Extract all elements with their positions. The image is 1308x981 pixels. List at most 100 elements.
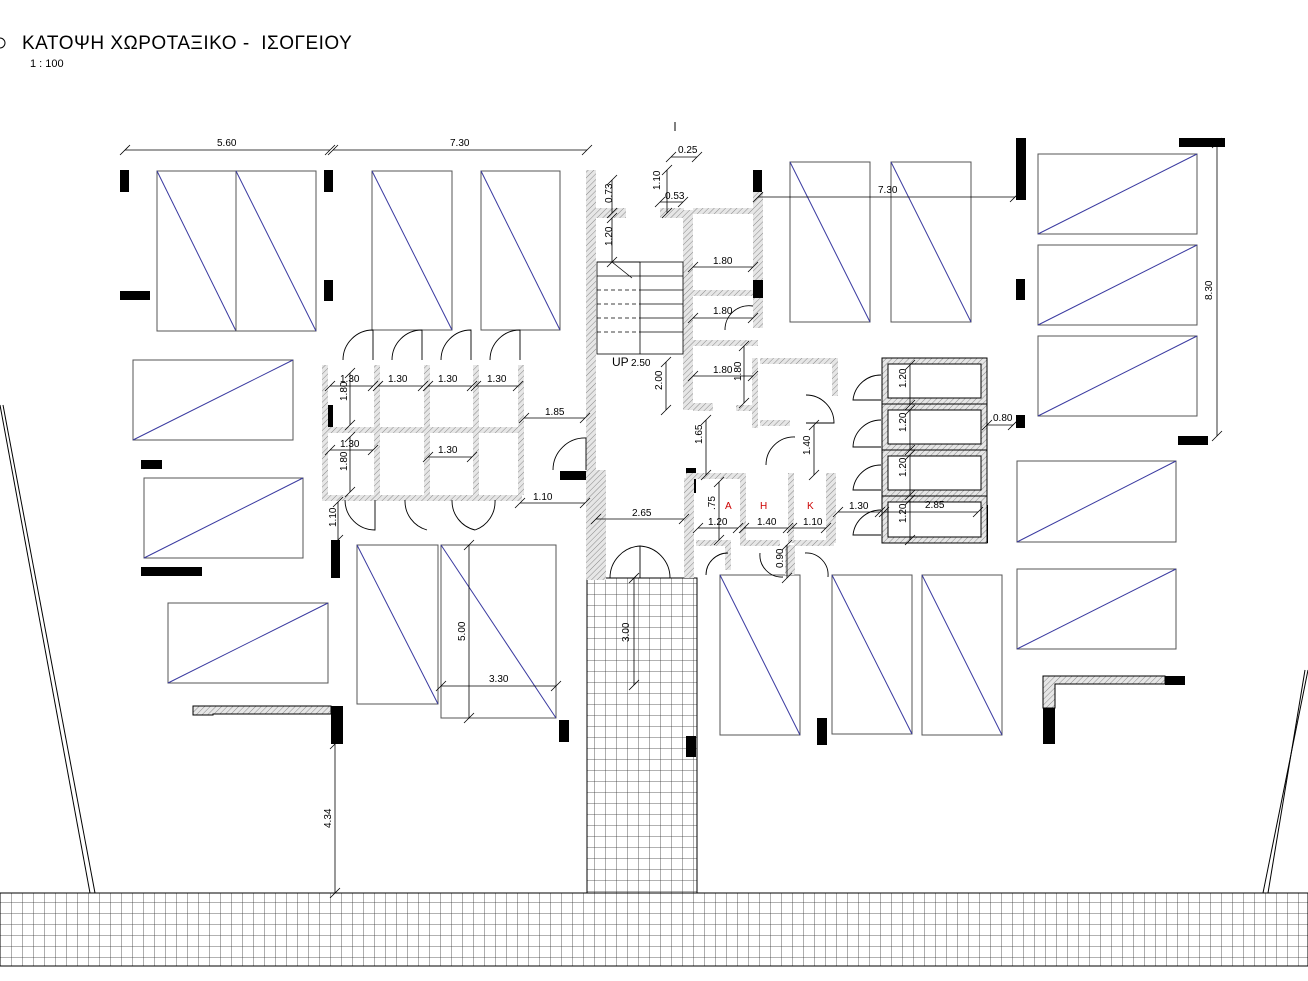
wall: [752, 358, 758, 428]
dimension-tick: [786, 522, 798, 534]
dimension-tick: [470, 380, 482, 392]
dim-label: 8.30: [1204, 280, 1215, 300]
storage-room: [887, 409, 982, 445]
dim-label: 0.73: [604, 183, 615, 203]
parking-diagonal: [167, 602, 329, 684]
room-label-a: Α: [725, 501, 732, 512]
column: [331, 540, 340, 578]
wall: [374, 365, 380, 495]
door-swing: [852, 374, 882, 401]
dimension-tick: [808, 419, 820, 431]
parking-diagonal: [789, 161, 871, 323]
dimension-tick: [904, 399, 916, 411]
site-wall: [192, 705, 332, 716]
column: [686, 736, 696, 757]
dimension-tick: [327, 144, 339, 156]
dimension-tick: [514, 497, 526, 509]
door-swing: [765, 436, 796, 466]
dimension-tick: [713, 476, 725, 488]
column: [141, 460, 162, 469]
wall: [788, 473, 794, 543]
dimension-tick: [518, 412, 530, 424]
dimension-tick: [781, 539, 793, 551]
street-pavement: [0, 892, 1308, 967]
parking-diagonal: [440, 544, 557, 719]
parking-diagonal: [831, 574, 913, 735]
door-swing: [724, 305, 754, 331]
parking-diagonal: [132, 359, 294, 441]
dimension-tick: [732, 522, 744, 534]
dim-label: .75: [707, 496, 718, 510]
dim-label: 1.20: [708, 517, 728, 528]
dim-label: 1.30: [487, 374, 507, 385]
dimension-tick: [581, 144, 593, 156]
dimension-tick: [628, 679, 640, 691]
column: [1179, 138, 1225, 147]
column: [324, 405, 333, 427]
dim-label: 1.30: [340, 439, 360, 450]
dim-label: 0.25: [678, 145, 698, 156]
dimension-tick: [435, 680, 447, 692]
door-swing: [852, 464, 882, 491]
wall: [518, 365, 524, 495]
doors: [342, 305, 882, 579]
wall: [696, 540, 726, 546]
dim-label: 5.00: [457, 621, 468, 641]
wall: [322, 427, 522, 433]
storage-room: [887, 455, 982, 491]
door-swing: [344, 499, 376, 531]
dim-label: 0.53: [665, 191, 685, 202]
wall: [686, 473, 746, 479]
door-swing: [440, 329, 472, 361]
dimension-tick: [738, 397, 750, 409]
column: [1043, 708, 1055, 744]
dimension-tick: [660, 404, 672, 416]
dimension-tick: [119, 144, 131, 156]
dim-label: 7.30: [878, 185, 898, 196]
wall: [424, 365, 430, 495]
column: [1016, 279, 1025, 300]
dimension-tick: [738, 522, 750, 534]
dim-label: 1.40: [757, 517, 777, 528]
column: [560, 471, 595, 480]
dimension-tick: [463, 712, 475, 724]
dimension-tick: [466, 380, 478, 392]
dimension-tick: [579, 412, 591, 424]
dimension-tick: [344, 419, 356, 431]
parking-diagonal: [356, 544, 439, 705]
dimension-tick: [904, 494, 916, 506]
core-walls: [192, 170, 1166, 716]
dimension-tick: [692, 522, 704, 534]
column: [120, 170, 129, 192]
room-label-k: Κ: [807, 501, 814, 512]
dimension-tick: [904, 404, 916, 416]
dim-label: 1.80: [713, 306, 733, 317]
door-swing: [342, 329, 374, 361]
room-labels: Α Η Κ: [725, 501, 814, 512]
dimension-tick: [417, 380, 429, 392]
dimension-tick: [606, 207, 618, 219]
dim-label: 1.80: [339, 381, 350, 401]
dim-label: 1.20: [898, 368, 909, 388]
dimension-tick: [628, 572, 640, 584]
dim-label: 1.65: [694, 424, 705, 444]
dimension-tick: [367, 380, 379, 392]
dimension-tick: [344, 367, 356, 379]
dimension-tick: [1211, 430, 1223, 442]
dimension-tick: [904, 449, 916, 461]
door-swing: [451, 499, 476, 531]
dim-label: 1.20: [898, 457, 909, 477]
door-swing: [474, 499, 496, 531]
parking-diagonal: [371, 170, 453, 331]
dimension-tick: [782, 522, 794, 534]
dimension-tick: [512, 380, 524, 392]
wall: [596, 470, 606, 580]
door-swing: [552, 437, 587, 471]
room-label-h: Η: [760, 501, 767, 512]
door-swing: [705, 552, 729, 576]
door-swing: [489, 329, 521, 361]
wall: [473, 365, 479, 495]
wall: [785, 545, 795, 575]
site-boundary: [0, 404, 1308, 894]
dimension-tick: [713, 534, 725, 546]
